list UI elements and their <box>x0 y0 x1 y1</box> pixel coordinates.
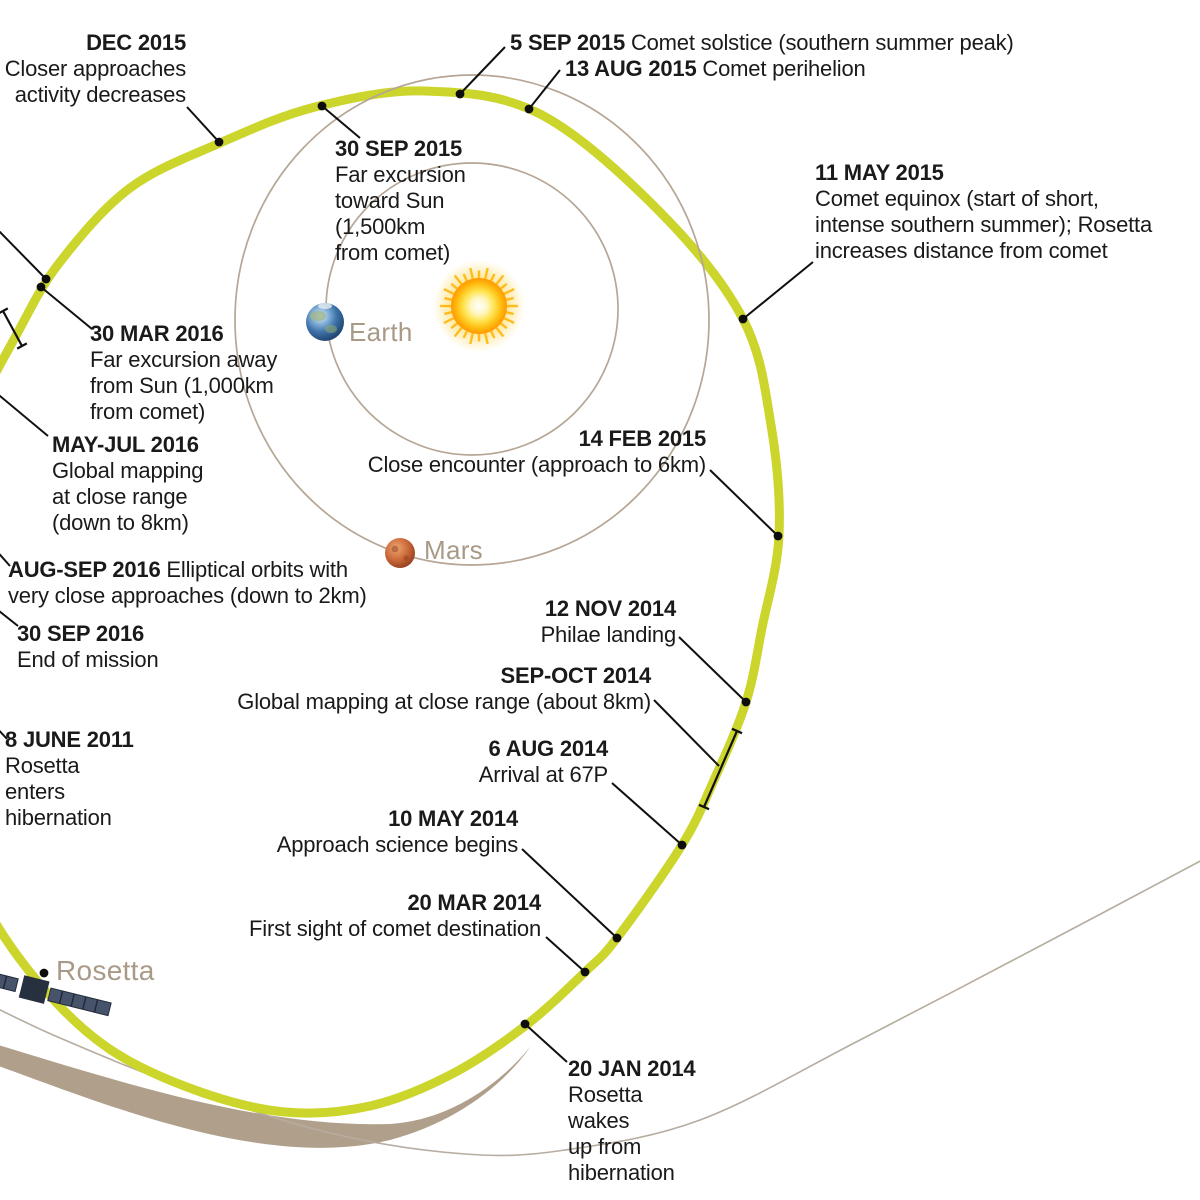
range-bracket <box>698 803 710 811</box>
event-dot <box>39 968 49 978</box>
sun-ray <box>506 296 514 301</box>
sun-icon <box>433 260 525 352</box>
sun-ray <box>469 333 474 345</box>
range-bracket <box>16 342 28 350</box>
event-dot <box>317 101 327 111</box>
sun-ray <box>444 311 452 316</box>
annotation-end-of-mission: 30 SEP 2016 End of mission <box>17 621 159 672</box>
rosetta-trajectory-path <box>0 86 784 1118</box>
leader-line <box>459 46 506 95</box>
solar-panel-divider <box>93 999 99 1013</box>
leader-line <box>0 230 47 280</box>
leader-line <box>521 848 618 939</box>
leader-line <box>742 261 814 320</box>
sun-ray <box>500 322 508 330</box>
sun-ray <box>462 330 468 339</box>
leader-line <box>40 286 93 330</box>
leader-line <box>321 105 361 139</box>
sun-ray <box>490 330 496 339</box>
annotation-global-mapping-2016: MAY-JUL 2016 Global mapping at close ran… <box>52 432 204 535</box>
earth-icon <box>306 303 344 341</box>
event-dot <box>524 104 534 114</box>
sun-ray <box>469 267 474 279</box>
sun-ray <box>462 273 468 282</box>
mars-orbit <box>234 74 710 566</box>
solar-panel-divider <box>82 996 87 1010</box>
annotation-philae-landing: 12 NOV 2014 Philae landing <box>540 596 677 647</box>
event-dot <box>214 137 224 147</box>
sun-ray <box>503 287 515 295</box>
mars-icon <box>385 538 415 568</box>
range-bracket <box>731 727 743 735</box>
event-dot <box>520 1019 530 1029</box>
sun-ray <box>490 273 496 282</box>
leader-line <box>186 106 220 143</box>
leader-line <box>524 1023 568 1063</box>
leader-line <box>0 553 11 567</box>
annotation-dec-2015: DEC 2015 Closer approaches activity decr… <box>4 30 186 107</box>
callout-lines <box>0 46 814 1063</box>
solar-panel-divider <box>70 993 75 1007</box>
annotation-far-excursion-toward-sun: 30 SEP 2015 Far excursion toward Sun (1,… <box>335 136 466 265</box>
event-dot <box>738 314 748 324</box>
event-dot <box>612 933 622 943</box>
solar-panel-divider <box>58 990 64 1004</box>
annotation-comet-equinox: 11 MAY 2015 Comet equinox (start of shor… <box>815 160 1152 263</box>
sun-ray <box>484 333 489 345</box>
annotation-wakes-up: 20 JAN 2014 Rosetta wakes up from hibern… <box>568 1056 696 1185</box>
sun-ray <box>506 311 514 316</box>
annotation-approach-science: 10 MAY 2014 Approach science begins <box>276 806 518 857</box>
annotation-arrival-67p: 6 AUG 2014 Arrival at 67P <box>478 736 608 787</box>
sun-ray <box>503 317 515 325</box>
leader-line <box>709 469 779 537</box>
mars-label: Mars <box>424 535 483 565</box>
sun-ray <box>443 287 455 295</box>
sun-ray <box>444 296 452 301</box>
annotation-enters-hibernation: 8 JUNE 2011 Rosetta enters hibernation <box>5 727 134 830</box>
range-bracket <box>0 307 9 314</box>
annotation-comet-perihelion: 13 AUG 2015 Comet perihelion <box>565 56 866 81</box>
event-dot <box>773 531 783 541</box>
sun-ray <box>453 327 463 338</box>
event-dot <box>741 697 751 707</box>
leader-line <box>678 636 747 703</box>
annotation-elliptical-orbits: AUG-SEP 2016 Elliptical orbits with very… <box>8 557 367 608</box>
range-bracket <box>702 730 739 808</box>
leader-line <box>545 936 586 973</box>
event-dot <box>455 89 465 99</box>
leader-line <box>0 610 19 627</box>
event-dot <box>677 840 687 850</box>
event-dot <box>36 282 46 292</box>
annotation-global-mapping-2014: SEP-OCT 2014 Global mapping at close ran… <box>237 663 651 714</box>
rosetta-label: Rosetta <box>56 955 155 986</box>
sun-ray <box>500 282 508 290</box>
sun-ray <box>453 274 463 285</box>
sun-ray <box>484 267 489 279</box>
sun-ray <box>495 327 505 338</box>
sun-ray <box>450 322 458 330</box>
event-dot <box>41 274 51 284</box>
earth-label: Earth <box>349 317 413 347</box>
annotation-comet-solstice: 5 SEP 2015 Comet solstice (southern summ… <box>510 30 1014 55</box>
range-bracket <box>2 310 23 347</box>
leader-line <box>0 729 8 740</box>
annotation-close-encounter: 14 FEB 2015 Close encounter (approach to… <box>367 426 706 477</box>
rosetta-spacecraft-icon <box>0 963 112 1017</box>
sun-ray <box>450 282 458 290</box>
leader-line <box>0 394 49 437</box>
annotation-far-excursion-away: 30 MAR 2016 Far excursion away from Sun … <box>90 321 278 424</box>
sun-ray <box>495 274 505 285</box>
sun-ray <box>443 317 455 325</box>
leader-line <box>611 782 683 846</box>
event-dot <box>580 967 590 977</box>
leader-line <box>528 69 561 110</box>
solar-panel-divider <box>2 975 8 989</box>
annotation-first-sight: 20 MAR 2014 First sight of comet destina… <box>249 890 541 941</box>
leader-line <box>653 699 720 767</box>
comet-orbit-thick-segment <box>0 1045 531 1148</box>
